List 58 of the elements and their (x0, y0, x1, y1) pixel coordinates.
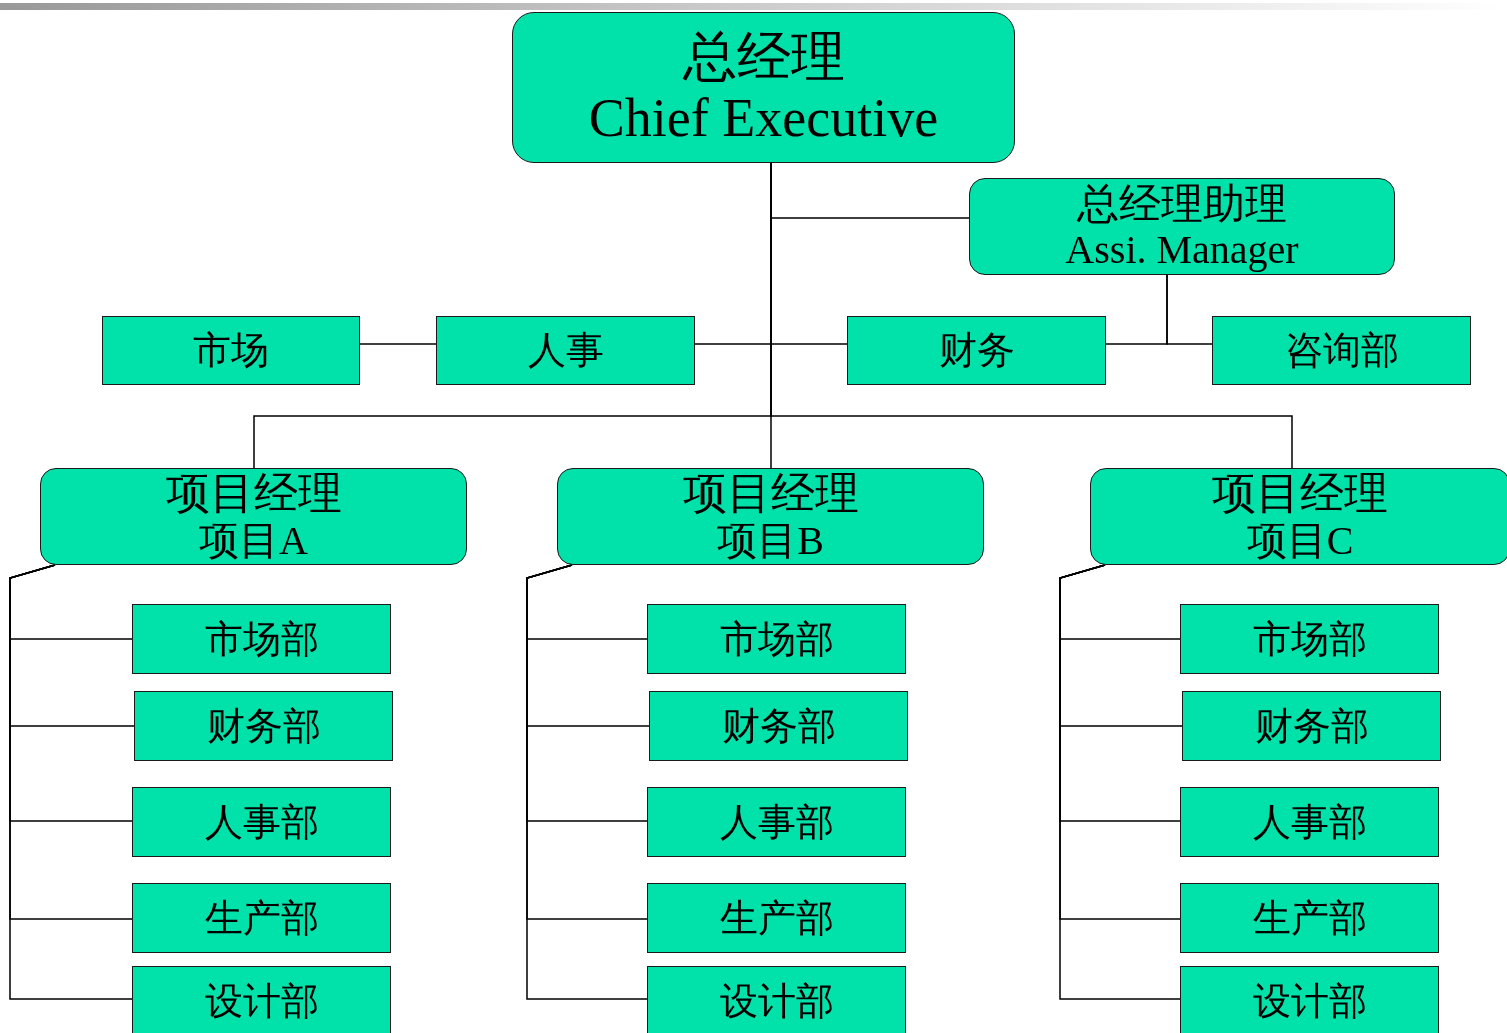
department-box (647, 787, 906, 857)
department-box (1180, 604, 1439, 674)
box-subtitle: 项目B (717, 518, 824, 564)
department-box (647, 604, 906, 674)
connector-line (1059, 564, 1181, 1000)
role-box (40, 468, 467, 565)
box-title: 市场部 (204, 617, 319, 661)
box-title: 项目经理 (165, 469, 342, 519)
box-title: 人事部 (204, 800, 319, 844)
box-title: 生产部 (719, 896, 834, 940)
department-box (847, 316, 1106, 385)
box-title: 咨询部 (1284, 329, 1399, 372)
department-box (1180, 883, 1439, 953)
department-box (647, 966, 906, 1033)
department-box (649, 691, 908, 761)
connector-line (526, 564, 648, 1000)
box-title: 生产部 (204, 896, 319, 940)
department-box (132, 883, 391, 953)
department-box (132, 787, 391, 857)
box-subtitle: Chief Executive (588, 87, 939, 148)
box-title: 设计部 (1252, 979, 1367, 1023)
box-title: 项目经理 (682, 469, 859, 519)
box-title: 市场部 (719, 617, 834, 661)
department-box (132, 966, 391, 1033)
box-title: 市场部 (1252, 617, 1367, 661)
box-title: 人事部 (719, 800, 834, 844)
box-title: 生产部 (1252, 896, 1367, 940)
box-title: 人事部 (1252, 800, 1367, 844)
box-title: 财务 (938, 329, 1015, 372)
box-subtitle: 项目A (199, 518, 308, 564)
box-title: 财务部 (1254, 704, 1369, 748)
role-box (557, 468, 984, 565)
box-subtitle: 项目C (1246, 518, 1354, 564)
box-title: 财务部 (721, 704, 836, 748)
department-box (1212, 316, 1471, 385)
department-box (436, 316, 695, 385)
department-box (1180, 787, 1439, 857)
role-box (1090, 468, 1507, 565)
department-box (1182, 691, 1441, 761)
department-box (132, 604, 391, 674)
box-title: 人事 (527, 329, 604, 372)
department-box (1180, 966, 1439, 1033)
connector-line (1166, 274, 1213, 345)
box-title: 市场 (193, 329, 269, 372)
role-box (512, 12, 1015, 163)
connector-line (9, 564, 133, 1000)
box-title: 设计部 (719, 979, 834, 1023)
box-title: 总经理 (682, 27, 845, 88)
box-title: 设计部 (204, 979, 319, 1023)
role-box (969, 178, 1395, 275)
department-box (134, 691, 393, 761)
department-box (102, 316, 360, 385)
box-title: 财务部 (206, 704, 321, 748)
connector-line (359, 343, 437, 345)
box-subtitle: Assi. Manager (1065, 227, 1299, 273)
box-title: 项目经理 (1212, 469, 1388, 519)
department-box (647, 883, 906, 953)
box-title: 总经理助理 (1077, 180, 1287, 228)
